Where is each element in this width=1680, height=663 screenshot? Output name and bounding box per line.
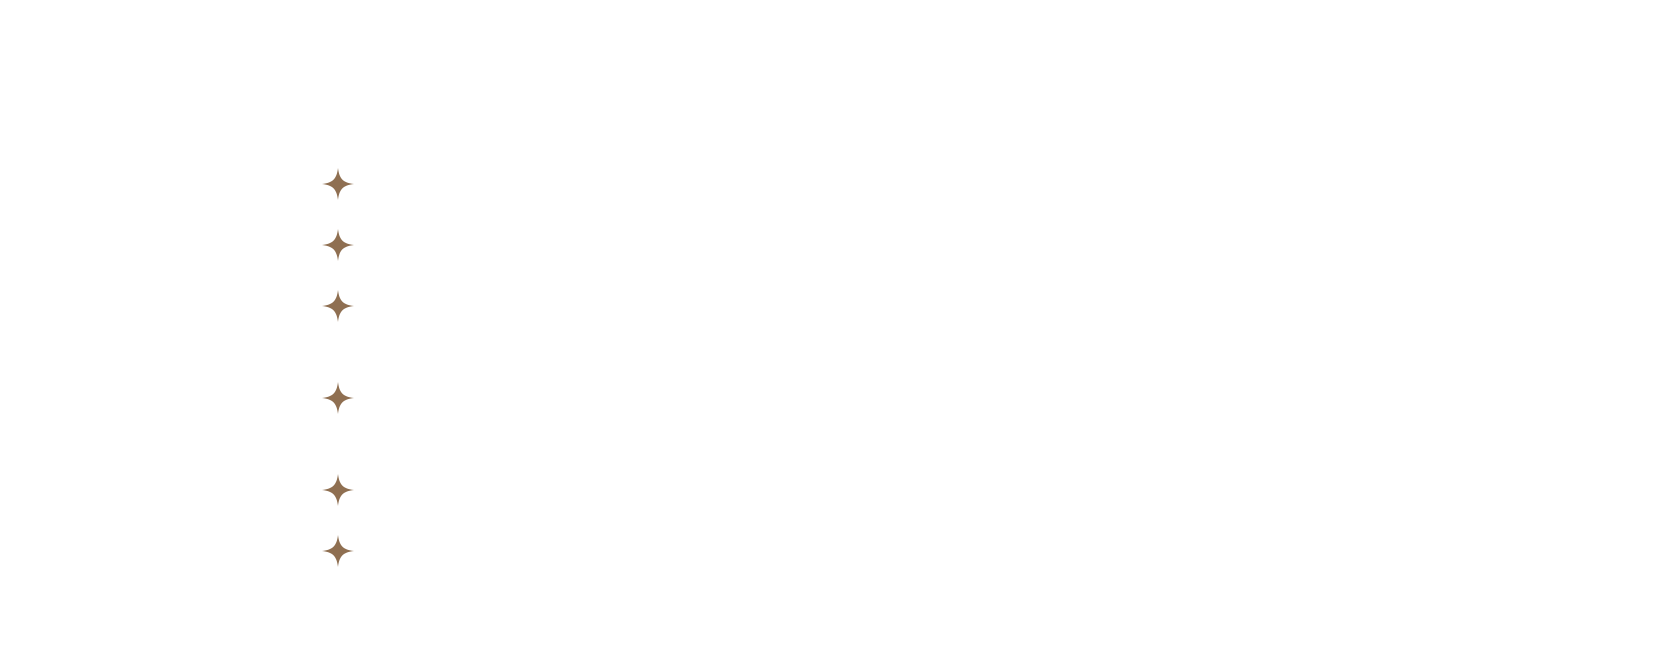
- four-point-star-icon: [322, 382, 354, 414]
- four-point-star-icon: [322, 229, 354, 261]
- star-bullet-1: [322, 168, 354, 200]
- star-bullet-5: [322, 474, 354, 506]
- four-point-star-icon: [322, 290, 354, 322]
- star-bullet-4: [322, 382, 354, 414]
- four-point-star-icon: [322, 168, 354, 200]
- star-bullet-3: [322, 290, 354, 322]
- star-bullet-2: [322, 229, 354, 261]
- four-point-star-icon: [322, 535, 354, 567]
- star-bullet-6: [322, 535, 354, 567]
- four-point-star-icon: [322, 474, 354, 506]
